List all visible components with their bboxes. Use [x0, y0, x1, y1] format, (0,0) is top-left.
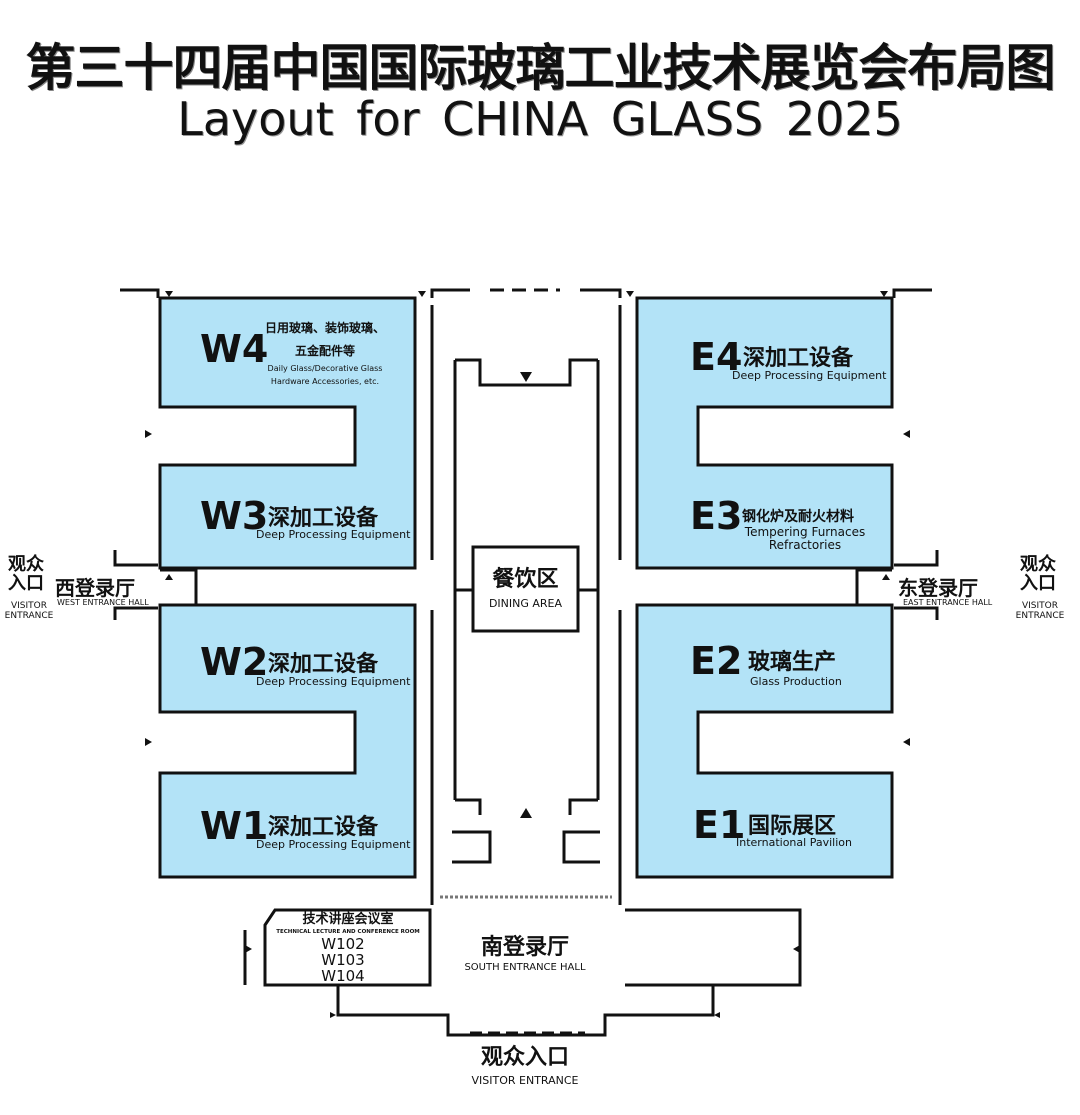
visitor-entrance-south-en: VISITOR ENTRANCE	[471, 1074, 579, 1087]
west-entrance-hall-en: WEST ENTRANCE HALL	[57, 598, 149, 607]
visitor-west-en-line2: ENTRANCE	[4, 611, 54, 622]
dining-area-box	[471, 545, 580, 633]
hall-w2-en: Deep Processing Equipment	[256, 675, 411, 688]
visitor-entrance-south-cn: 观众入口	[480, 1045, 569, 1070]
visitor-east-cn-line1: 观众	[1020, 554, 1056, 575]
hall-w12-area	[158, 603, 417, 879]
hall-e2-en: Glass Production	[750, 675, 842, 688]
visitor-west-en-line1: VISITOR	[10, 601, 47, 611]
hall-w1-en: Deep Processing Equipment	[256, 838, 411, 851]
hall-e12-area	[635, 603, 894, 879]
visitor-entrance-east-en: VISITOR ENTRANCE	[1010, 601, 1070, 622]
hall-w3-en: Deep Processing Equipment	[256, 528, 411, 541]
conference-room-outline	[263, 908, 432, 987]
east-entrance-hall-cn: 东登录厅	[898, 576, 978, 600]
conference-room-en: TECHNICAL LECTURE AND CONFERENCE ROOM	[276, 929, 420, 935]
hall-w1-cn: 深加工设备	[268, 815, 379, 840]
hall-w1-code: W1	[200, 804, 269, 848]
conference-room-w104: W104	[321, 966, 365, 985]
hall-w4-cn-line1: 日用玻璃、装饰玻璃、	[264, 321, 385, 335]
hall-w2-code: W2	[200, 640, 269, 684]
hall-w3-cn: 深加工设备	[268, 506, 379, 531]
hall-e4-code: E4	[690, 335, 743, 379]
visitor-west-cn-line1: 观众	[8, 554, 44, 575]
hall-e3-en-line2: Refractories	[768, 537, 842, 552]
conference-room-list: W102 W103 W104	[268, 935, 418, 985]
dining-area-cn: 餐饮区	[492, 567, 559, 592]
visitor-entrance-west-en: VISITOR ENTRANCE	[0, 601, 58, 622]
east-entrance-hall-en: EAST ENTRANCE HALL	[903, 598, 993, 607]
conference-room-cn: 技术讲座会议室	[302, 912, 394, 927]
hall-e3-en: Tempering Furnaces Refractories	[735, 526, 875, 551]
hall-e3-en-line1: Tempering Furnaces	[744, 525, 866, 539]
hall-e4-area	[635, 296, 894, 570]
map-title-en: Layout for CHINA GLASS 2025	[177, 92, 903, 146]
hall-e1-en: International Pavilion	[736, 836, 852, 849]
conference-room-w103: W103	[321, 950, 365, 969]
visitor-west-cn-line2: 入口	[8, 572, 44, 594]
visitor-east-en-line2: ENTRANCE	[1015, 611, 1065, 622]
hall-e3-cn: 钢化炉及耐火材料	[742, 509, 854, 525]
hall-w4-en-line1: Daily Glass/Decorative Glass	[267, 364, 383, 374]
hall-w4-code: W4	[200, 327, 269, 371]
dining-area-en: DINING AREA	[488, 597, 563, 610]
hall-w4-cn-line2: 五金配件等	[294, 343, 355, 358]
hall-w2-cn: 深加工设备	[268, 652, 379, 677]
south-entrance-hall-cn: 南登录厅	[480, 935, 569, 960]
visitor-entrance-west-cn: 观众 入口	[4, 554, 48, 594]
hall-w4-cn: 日用玻璃、装饰玻璃、 五金配件等 Daily Glass/Decorative …	[250, 322, 400, 386]
hall-e2-code: E2	[690, 639, 743, 683]
hall-w3-code: W3	[200, 494, 269, 538]
hall-e4-en: Deep Processing Equipment	[732, 369, 887, 382]
visitor-entrance-east-cn: 观众 入口	[1016, 554, 1060, 594]
hall-e4-cn: 深加工设备	[743, 346, 854, 371]
hall-w4-area	[158, 296, 417, 570]
conference-room-w102: W102	[321, 935, 365, 953]
hall-w4-en-line2: Hardware Accessories, etc.	[270, 376, 380, 386]
hall-e1-cn: 国际展区	[748, 814, 837, 839]
hall-e3-code: E3	[690, 494, 743, 538]
south-entrance-hall-en: SOUTH ENTRANCE HALL	[464, 962, 586, 973]
hall-e2-cn: 玻璃生产	[748, 650, 837, 675]
visitor-east-cn-line2: 入口	[1020, 572, 1056, 594]
west-entrance-hall-cn: 西登录厅	[55, 576, 135, 600]
visitor-east-en-line1: VISITOR	[1021, 601, 1058, 611]
map-title-cn: 第三十四届中国国际玻璃工业技术展览会布局图	[25, 39, 1056, 97]
hall-e1-code: E1	[693, 803, 746, 847]
